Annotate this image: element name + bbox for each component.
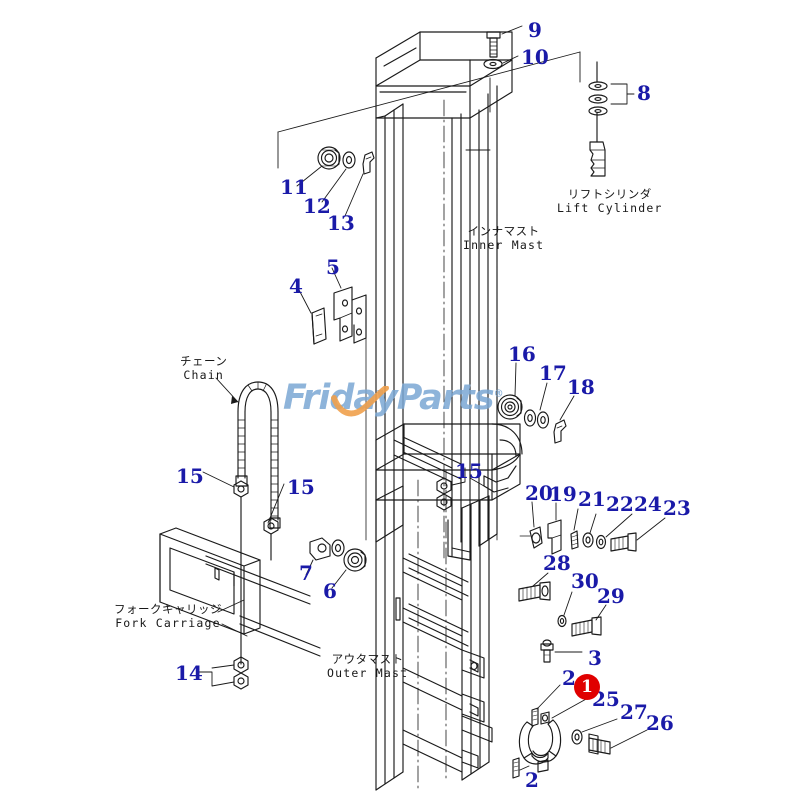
watermark-text: FridayParts	[283, 378, 495, 418]
group-label-jp: インナマスト	[467, 224, 540, 238]
part-4-shim-plate	[311, 307, 327, 345]
callout-6[interactable]: 6	[323, 579, 337, 603]
callout-14[interactable]: 14	[175, 661, 203, 685]
part-23-bolt	[610, 532, 637, 552]
callout-4[interactable]: 4	[289, 274, 303, 298]
lift-cylinder-body	[589, 61, 606, 177]
part-30-washer	[557, 614, 567, 628]
part-25-clamp	[518, 711, 562, 773]
callout-19[interactable]: 19	[549, 482, 577, 506]
callout-25[interactable]: 25	[592, 687, 620, 711]
callout-27[interactable]: 27	[620, 700, 648, 724]
part-21-stud	[570, 530, 579, 550]
callout-28[interactable]: 28	[543, 551, 571, 575]
part-7-spacer	[331, 539, 345, 557]
part-17-washers	[523, 409, 550, 429]
part-7-bracket	[309, 537, 331, 561]
part-15-nuts	[233, 477, 452, 561]
callout-15[interactable]: 15	[176, 464, 204, 488]
callout-5[interactable]: 5	[326, 255, 340, 279]
part-5-bracket-plates	[333, 286, 367, 344]
part-19-bracket	[547, 519, 562, 555]
callout-18[interactable]: 18	[567, 375, 595, 399]
callout-7[interactable]: 7	[299, 561, 313, 585]
callout-highlight-1[interactable]: 1	[574, 674, 600, 700]
callout-30[interactable]: 30	[571, 569, 599, 593]
callout-10[interactable]: 10	[521, 45, 549, 69]
callout-29[interactable]: 29	[597, 584, 625, 608]
fork-carriage	[159, 527, 321, 665]
callout-17[interactable]: 17	[539, 361, 567, 385]
callout-22[interactable]: 22	[606, 492, 634, 516]
callout-13[interactable]: 13	[327, 211, 355, 235]
group-label-jp: アウタマスト	[331, 652, 404, 666]
group-label-jp: チェーン	[180, 354, 228, 368]
callout-15[interactable]: 15	[455, 459, 483, 483]
fridayparts-watermark: FridayParts®	[283, 378, 504, 418]
chain-assembly	[235, 381, 281, 529]
part-29-bolt	[571, 616, 602, 637]
part-27-washer	[571, 729, 583, 745]
registered-mark: ®	[493, 388, 504, 400]
group-label-jp: フォークキャリッジ	[114, 602, 222, 616]
callout-15[interactable]: 15	[287, 475, 315, 499]
part-10-washer	[483, 58, 503, 70]
callout-21[interactable]: 21	[578, 487, 606, 511]
part-20-pin	[519, 526, 543, 549]
callout-12[interactable]: 12	[303, 194, 331, 218]
part-9-bolt	[486, 31, 501, 58]
callout-8[interactable]: 8	[637, 81, 651, 105]
group-label-en: Outer Mast	[327, 665, 409, 680]
callout-2[interactable]: 2	[562, 666, 576, 690]
part-2-pins	[512, 707, 539, 779]
callout-24[interactable]: 24	[634, 492, 662, 516]
part-11-roller	[317, 146, 341, 170]
group-label-en: Inner Mast	[463, 237, 545, 252]
part-8-shims	[588, 81, 608, 116]
part-14-nuts	[233, 656, 249, 690]
callout-2[interactable]: 2	[525, 768, 539, 792]
callout-26[interactable]: 26	[646, 711, 674, 735]
callout-3[interactable]: 3	[588, 646, 602, 670]
part-26-bolt	[588, 733, 611, 755]
callout-16[interactable]: 16	[508, 342, 536, 366]
callout-9[interactable]: 9	[528, 18, 542, 42]
part-22-washer	[582, 532, 594, 548]
part-18-clip	[553, 419, 567, 444]
part-6-roller	[343, 548, 367, 572]
group-label-en: Chain	[183, 367, 225, 382]
part-24-nut	[595, 534, 607, 550]
part-13-clip	[362, 151, 375, 175]
part-12-washer	[342, 151, 356, 169]
outer-mast-structure	[375, 423, 523, 791]
group-label-jp: リフトシリンダ	[567, 187, 652, 201]
callout-20[interactable]: 20	[525, 481, 553, 505]
group-label-en: Lift Cylinder	[557, 200, 663, 215]
group-label-en: Fork Carriage	[115, 615, 221, 630]
callout-11[interactable]: 11	[280, 175, 308, 199]
part-16-roller	[497, 394, 523, 420]
part-3-grease-fitting	[540, 639, 554, 663]
callout-23[interactable]: 23	[663, 496, 691, 520]
